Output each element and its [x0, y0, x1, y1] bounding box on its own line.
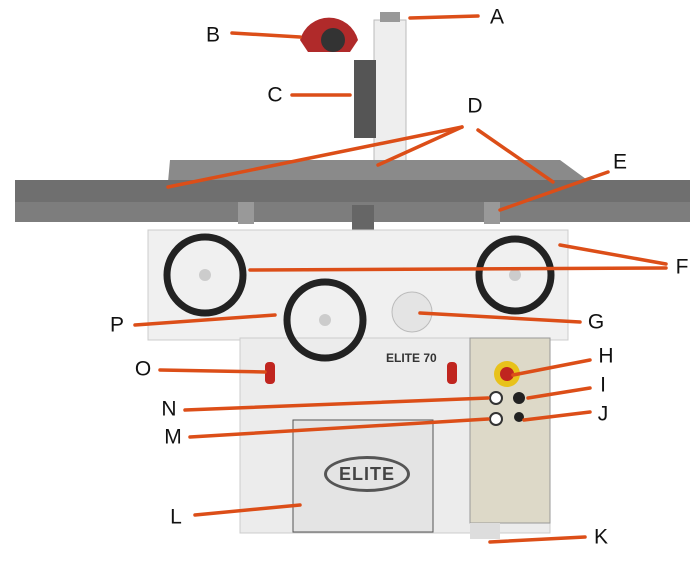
label-d: D	[467, 94, 483, 118]
label-n: N	[161, 397, 177, 421]
stop-left	[238, 202, 254, 224]
label-g: G	[587, 310, 605, 334]
lever-left	[265, 362, 275, 384]
switch-i	[513, 392, 525, 404]
label-o: O	[134, 357, 152, 381]
indicator-n	[489, 391, 503, 405]
table-bed	[15, 180, 690, 202]
label-m: M	[164, 425, 182, 449]
column-top-knob	[380, 12, 400, 22]
label-h: H	[598, 344, 614, 368]
spindle-column	[373, 19, 407, 171]
stop-right	[484, 202, 500, 224]
label-p: P	[109, 313, 125, 337]
upper-body	[147, 229, 569, 341]
elite-logo: ELITE	[324, 456, 410, 492]
label-a: A	[489, 5, 505, 29]
estop-button	[500, 367, 514, 381]
foot-k	[470, 523, 500, 539]
grinding-head	[354, 60, 376, 138]
label-e: E	[612, 150, 628, 174]
handwheel-right	[475, 235, 555, 315]
label-j: J	[597, 402, 609, 426]
label-i: I	[600, 373, 606, 397]
label-f: F	[675, 255, 689, 279]
handwheel-left	[163, 233, 247, 317]
model-plate: ELITE 70	[386, 351, 437, 365]
handwheels	[163, 233, 555, 362]
label-b: B	[205, 23, 221, 47]
leader-lines	[133, 14, 668, 544]
label-l: L	[170, 505, 182, 529]
grinding-wheel	[321, 28, 345, 52]
label-k: K	[593, 525, 609, 549]
indicator-m	[489, 412, 503, 426]
label-c: C	[267, 83, 283, 107]
lever-right	[447, 362, 457, 384]
handwheel-center	[283, 278, 367, 362]
switch-j	[514, 412, 524, 422]
